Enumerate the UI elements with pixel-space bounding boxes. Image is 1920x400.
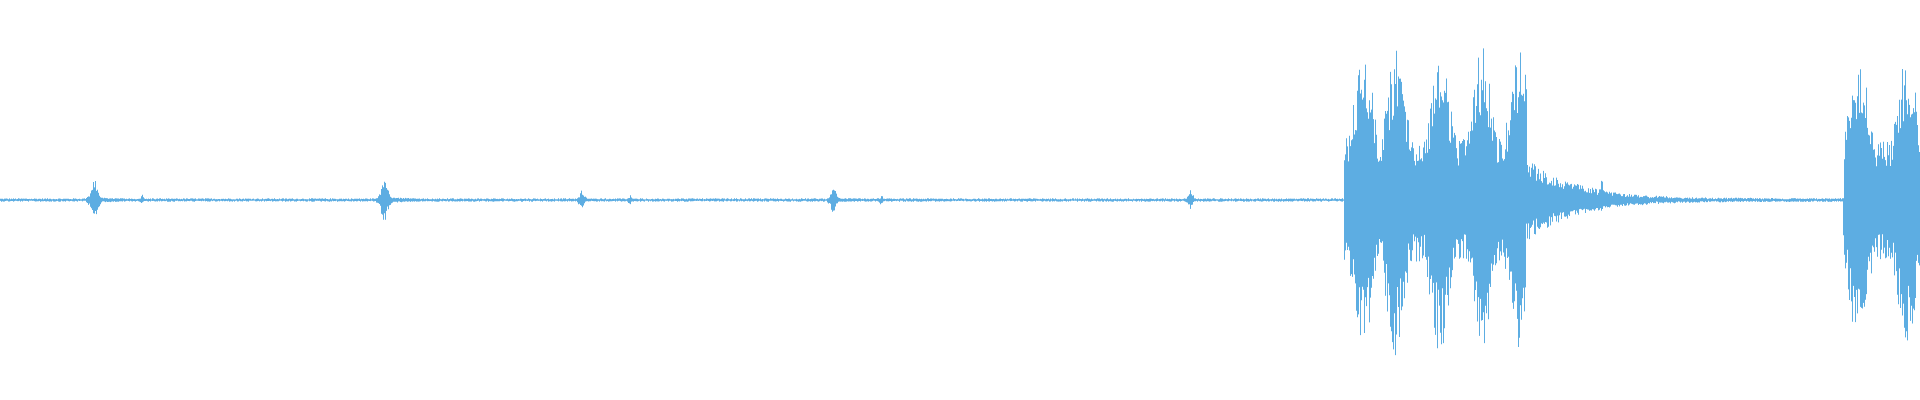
waveform-samples xyxy=(0,48,1920,356)
waveform-path xyxy=(0,48,1920,356)
